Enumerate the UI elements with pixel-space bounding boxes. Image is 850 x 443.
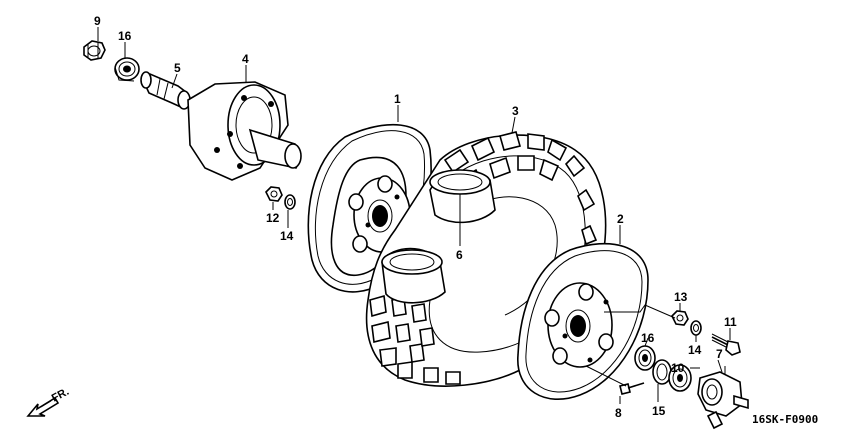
front-direction-arrow: FR. — [26, 386, 71, 417]
callout-14-right: 14 — [688, 343, 702, 357]
part-10-dust-seal[interactable] — [668, 364, 692, 392]
callout-9: 9 — [94, 14, 101, 28]
callout-labels: 9 16 5 4 1 3 12 14 6 2 13 11 16 14 7 10 … — [94, 14, 737, 420]
part-5-collar[interactable] — [140, 71, 191, 110]
part-11-bolt[interactable] — [711, 333, 741, 356]
callout-7: 7 — [716, 347, 723, 361]
callout-5: 5 — [174, 61, 181, 75]
callout-11: 11 — [724, 315, 737, 329]
leader-lines — [97, 27, 731, 404]
callout-4: 4 — [242, 52, 249, 66]
part-9-flange-nut[interactable] — [83, 40, 106, 61]
part-6-tube-lower[interactable] — [381, 247, 446, 304]
part-16-bearing-top[interactable] — [114, 57, 140, 82]
part-4-hub[interactable] — [187, 81, 302, 181]
direction-label: FR. — [50, 386, 71, 405]
callout-6: 6 — [456, 248, 463, 262]
callout-15: 15 — [652, 404, 666, 418]
tire-tread-bottom — [369, 294, 461, 385]
part-16-bearing-right[interactable] — [634, 345, 656, 371]
part-14-washer-left[interactable] — [284, 194, 296, 210]
callout-10: 10 — [671, 361, 685, 375]
callout-12: 12 — [266, 211, 280, 225]
part-8-bolt[interactable] — [619, 382, 645, 395]
part-2-rim-rear[interactable] — [517, 242, 649, 400]
callout-14-left: 14 — [280, 229, 294, 243]
part-15-seal[interactable] — [652, 359, 672, 385]
callout-8: 8 — [615, 406, 622, 420]
diagram-code: 16SK-F0900 — [752, 413, 818, 426]
callout-3: 3 — [512, 104, 519, 118]
callout-1: 1 — [394, 92, 401, 106]
callout-16-top: 16 — [118, 29, 132, 43]
callout-16-right: 16 — [641, 331, 655, 345]
part-12-nut[interactable] — [265, 186, 283, 202]
tire-tread-top — [443, 131, 598, 246]
part-13-nut[interactable] — [671, 310, 689, 326]
part-14-washer-right[interactable] — [690, 320, 702, 336]
callout-2: 2 — [617, 212, 624, 226]
part-6-tube-upper[interactable] — [429, 169, 496, 224]
part-7-gearbox[interactable] — [697, 366, 749, 430]
callout-13: 13 — [674, 290, 688, 304]
